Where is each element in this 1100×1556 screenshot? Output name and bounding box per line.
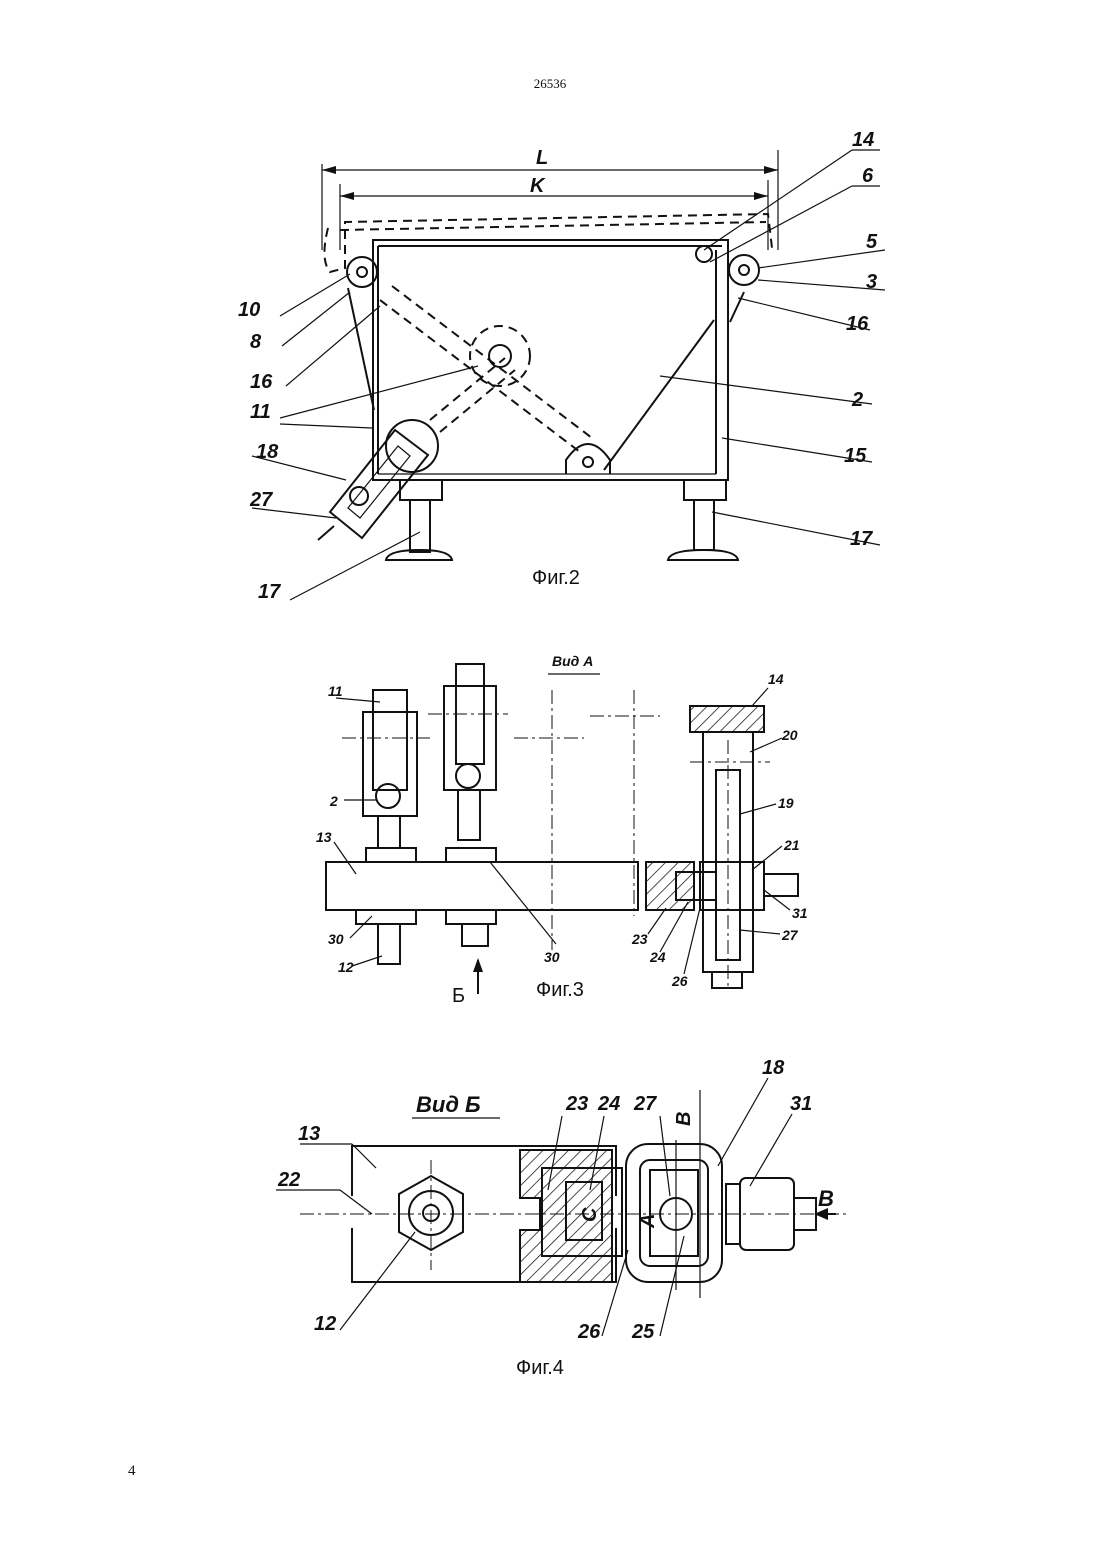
arrow-label-b: Б — [452, 985, 465, 1007]
label-24: 24 — [597, 1093, 620, 1115]
label-21: 21 — [783, 837, 800, 853]
label-11: 11 — [328, 683, 343, 699]
label-26: 26 — [577, 1321, 601, 1343]
legs — [386, 480, 738, 560]
label-8: 8 — [250, 331, 262, 353]
arrow-label-v: В — [818, 1186, 834, 1211]
view-a-title: Вид А — [552, 653, 593, 669]
label-27: 27 — [249, 489, 273, 511]
label-25: 25 — [631, 1321, 655, 1343]
section-label-a: А — [637, 1214, 659, 1229]
label-23: 23 — [565, 1093, 588, 1115]
dimension-l: L — [536, 147, 548, 169]
label-5: 5 — [866, 231, 878, 253]
label-19: 19 — [778, 795, 794, 811]
label-6: 6 — [862, 165, 874, 187]
caption-fig-3: Фиг.3 — [536, 979, 584, 1001]
label-13: 13 — [316, 829, 332, 845]
label-13: 13 — [298, 1123, 320, 1145]
label-30-mid: 30 — [544, 949, 560, 965]
label-17-right: 17 — [850, 528, 873, 550]
label-14: 14 — [768, 671, 784, 687]
label-2: 2 — [851, 389, 863, 411]
dimension-k: K — [530, 175, 546, 197]
label-27: 27 — [633, 1093, 657, 1115]
figure-3: Вид А — [316, 653, 808, 1007]
label-31: 31 — [790, 1093, 812, 1115]
section-label-c: С — [579, 1207, 601, 1222]
caption-fig-2: Фиг.2 — [532, 567, 580, 589]
figure-4: Вид Б — [276, 1057, 850, 1379]
label-14: 14 — [852, 129, 874, 151]
label-16-left: 16 — [250, 371, 273, 393]
label-30-left: 30 — [328, 931, 344, 947]
section-label-v: В — [673, 1112, 695, 1126]
label-20: 20 — [781, 727, 798, 743]
label-18: 18 — [762, 1057, 785, 1079]
label-2: 2 — [329, 793, 338, 809]
label-26: 26 — [671, 973, 688, 989]
label-23: 23 — [631, 931, 648, 947]
dimension-lines — [322, 150, 778, 250]
label-10: 10 — [238, 299, 260, 321]
label-15: 15 — [844, 445, 867, 467]
view-b-title: Вид Б — [416, 1092, 481, 1117]
figure-2: L K — [238, 129, 885, 603]
label-3: 3 — [866, 271, 877, 293]
label-17-left: 17 — [258, 581, 281, 603]
label-12: 12 — [314, 1313, 336, 1335]
label-16-right: 16 — [846, 313, 869, 335]
caption-fig-4: Фиг.4 — [516, 1357, 564, 1379]
label-24: 24 — [649, 949, 666, 965]
label-18: 18 — [256, 441, 279, 463]
label-12: 12 — [338, 959, 354, 975]
label-27: 27 — [781, 927, 799, 943]
label-31: 31 — [792, 905, 808, 921]
label-22: 22 — [277, 1169, 300, 1191]
label-11: 11 — [250, 401, 271, 423]
page-number: 4 — [128, 1463, 136, 1480]
